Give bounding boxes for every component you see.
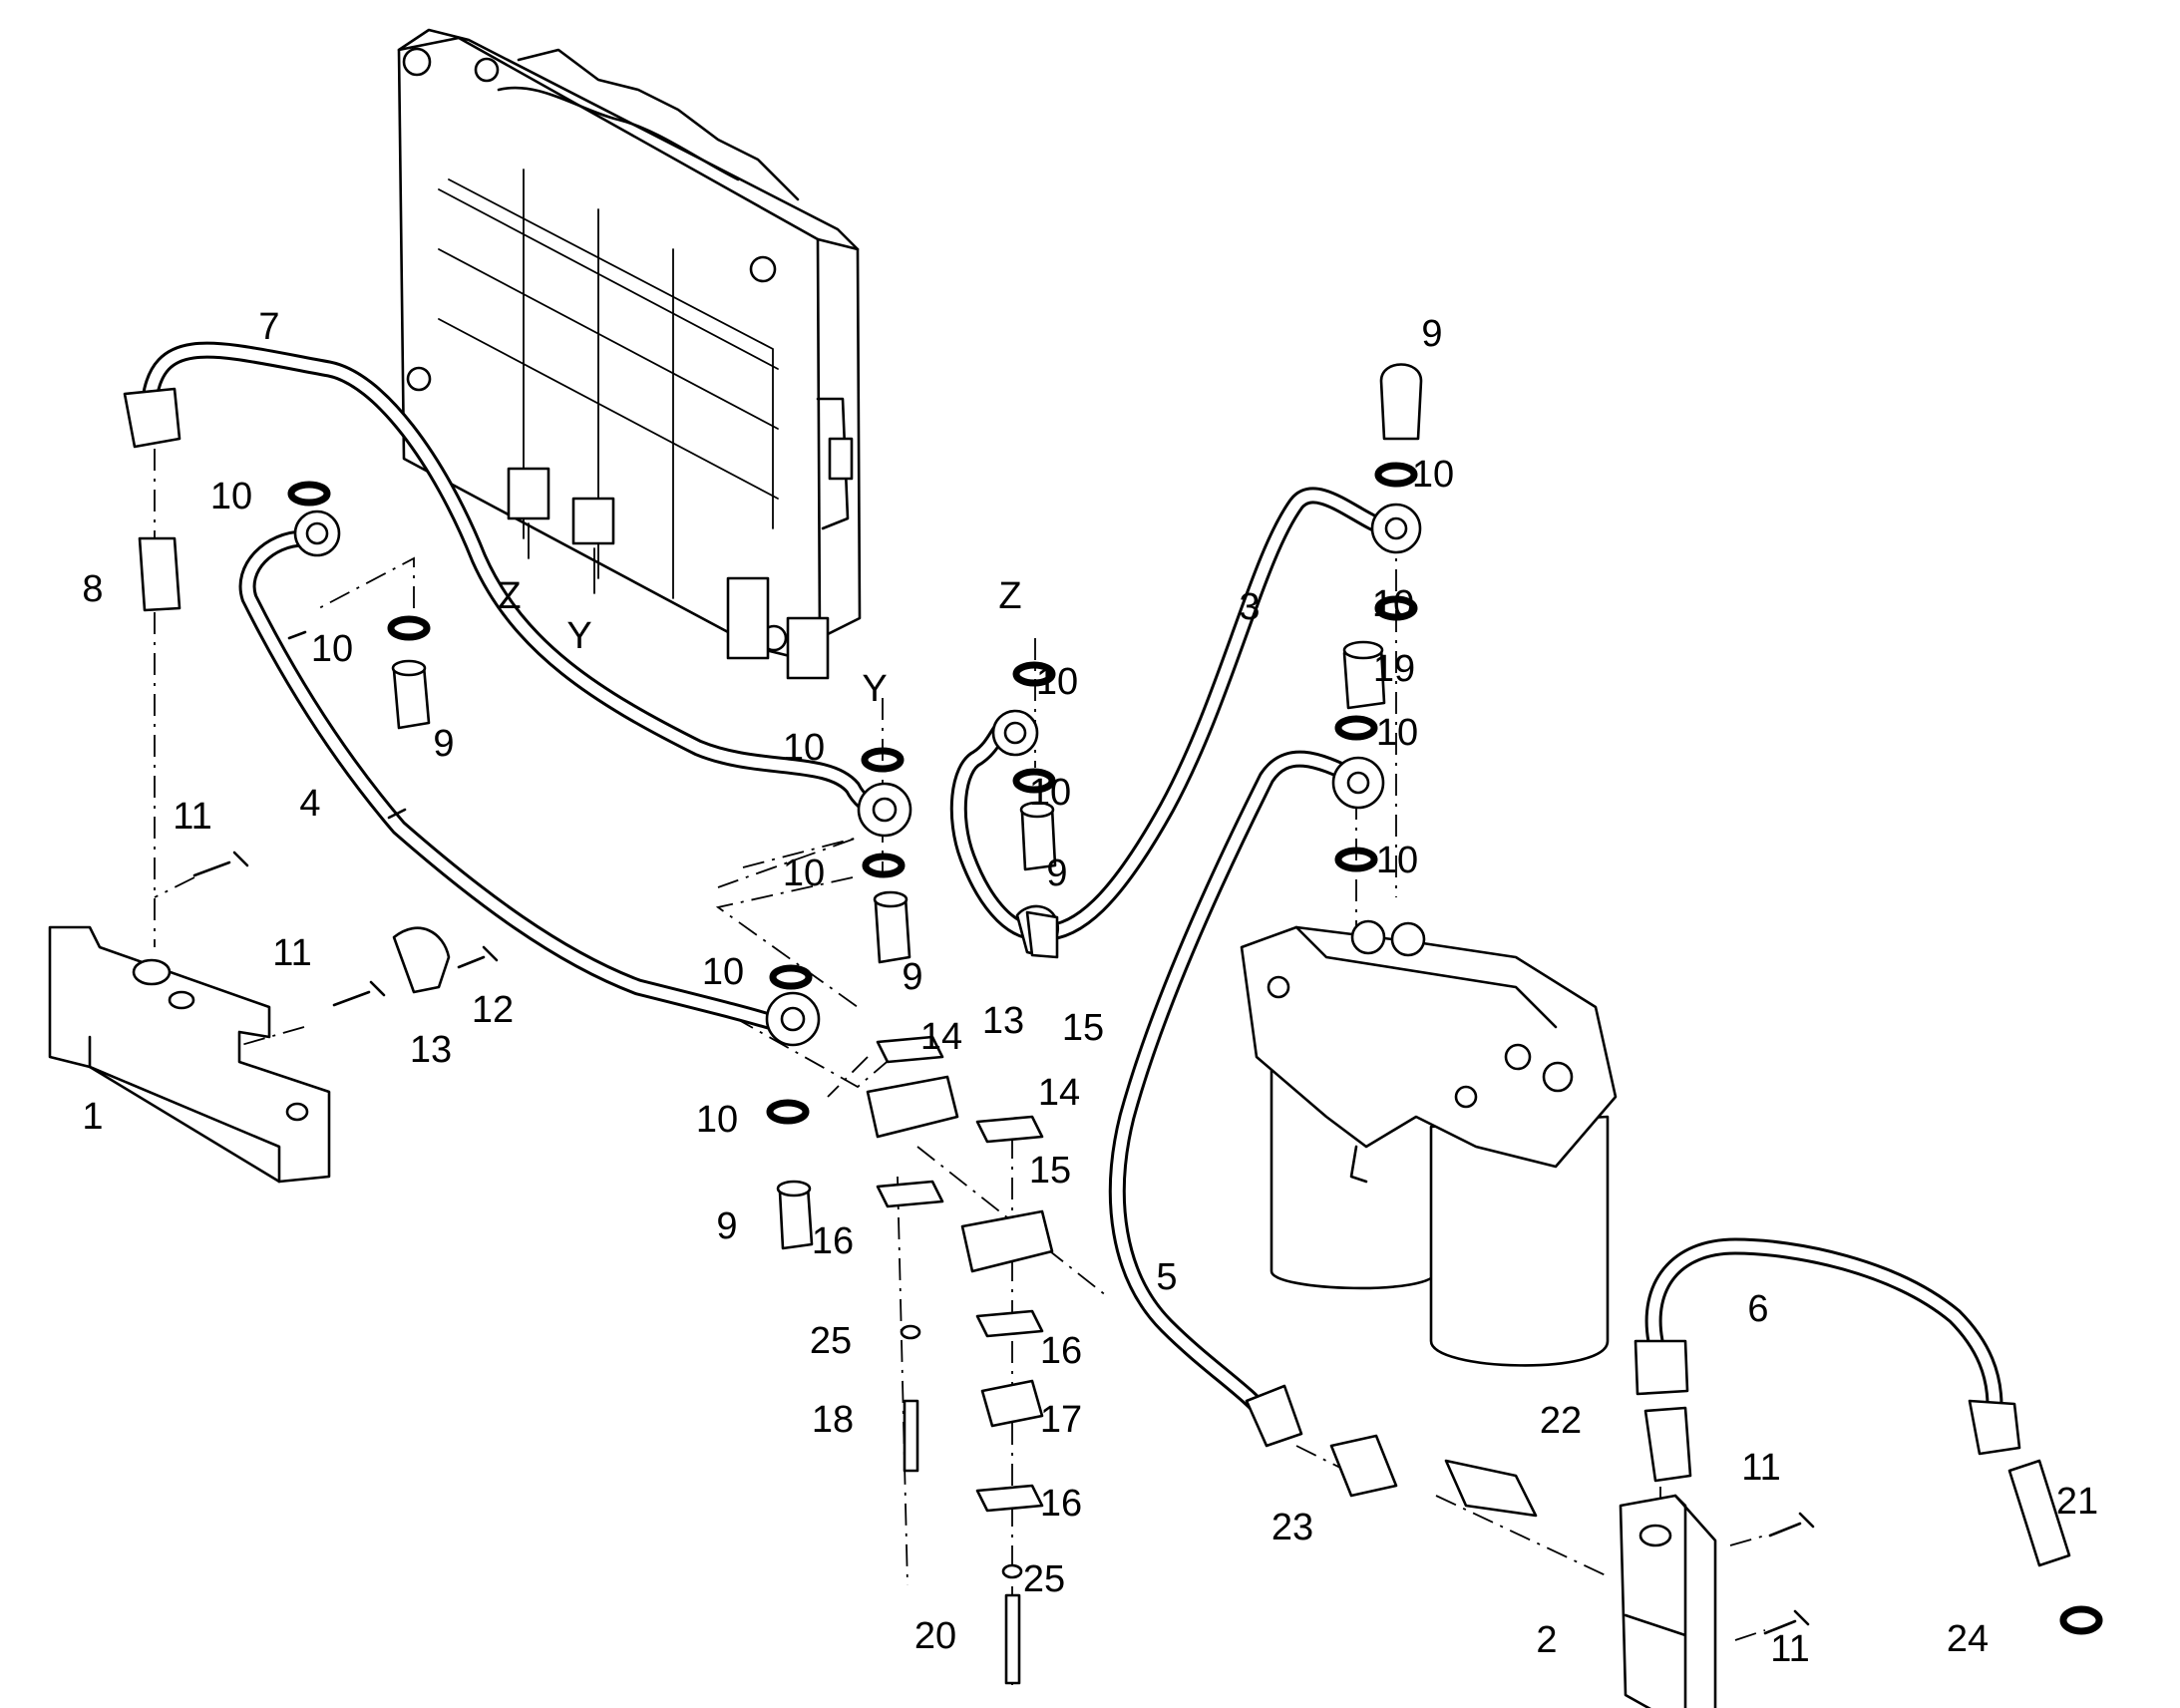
callout-c10b: 10: [311, 628, 353, 670]
callout-c10g: 10: [702, 951, 744, 993]
callout-c4: 4: [299, 783, 320, 825]
callout-c10d: 10: [783, 727, 825, 769]
callout-c22: 22: [1540, 1400, 1582, 1442]
callout-c16a: 16: [812, 1220, 854, 1262]
callout-c3: 3: [1239, 586, 1260, 628]
part-callouts: 7 10 8 10 9 4 11 11 12 13 1 Z Y Z Y 10 10 10 9 10 9 13 10 14 15 1…: [82, 306, 2098, 1670]
callout-cYb: Y: [862, 668, 887, 710]
pipe-7: [123, 341, 912, 838]
callout-c6: 6: [1747, 1288, 1768, 1330]
callout-c14a: 14: [920, 1016, 962, 1058]
callout-c11a: 11: [173, 796, 211, 838]
callout-cZa: Z: [498, 575, 521, 617]
callout-c7: 7: [258, 306, 279, 348]
callout-c16c: 16: [1040, 1483, 1082, 1525]
callout-c9c: 9: [902, 956, 922, 998]
callout-c11b: 11: [272, 932, 311, 974]
callout-c24: 24: [1947, 1618, 1989, 1660]
callout-c9a: 9: [433, 723, 454, 765]
valve-block-assembly: [397, 28, 862, 680]
callout-cZb: Z: [998, 575, 1021, 617]
callout-c21: 21: [2056, 1481, 2098, 1523]
callout-c20: 20: [914, 1615, 956, 1657]
callout-c16b: 16: [1040, 1330, 1082, 1372]
callout-c5: 5: [1156, 1256, 1177, 1298]
callout-cYa: Y: [566, 615, 591, 657]
callout-c17: 17: [1040, 1399, 1082, 1441]
callout-c23: 23: [1272, 1507, 1313, 1548]
pipe-3: [949, 487, 1422, 955]
callout-c10k: 10: [1376, 712, 1418, 754]
callout-c9e: 9: [1421, 313, 1442, 355]
callout-c14b: 14: [1038, 1072, 1080, 1114]
pipe-5: [1108, 750, 1385, 1448]
callout-c2: 2: [1536, 1619, 1557, 1661]
callout-c13b: 13: [982, 1000, 1024, 1042]
callout-c25b: 25: [1023, 1558, 1065, 1600]
clamp-parts-14-15-16-17-25: [866, 1035, 1054, 1579]
callout-c10f: 10: [783, 853, 825, 894]
pipe-6: [1634, 1237, 2021, 1456]
callout-c15a: 15: [1062, 1007, 1104, 1049]
fittings-and-sensors: [138, 536, 2071, 1567]
callout-c10a: 10: [210, 476, 252, 517]
callout-c19: 19: [1373, 648, 1415, 690]
sealing-rings-10-24: [287, 462, 2103, 1635]
callout-c25a: 25: [810, 1320, 852, 1362]
bolts-11-12-18-20: [192, 851, 1815, 1685]
callout-c1: 1: [82, 1096, 103, 1138]
callout-c10l: 10: [1376, 840, 1418, 881]
callout-c11d: 11: [1770, 1628, 1809, 1670]
callout-c10i: 10: [1412, 454, 1454, 496]
callout-c18: 18: [812, 1399, 854, 1441]
pipe-4: [238, 510, 821, 1047]
hollow-screws-9-19: [391, 363, 1423, 1250]
callout-c15b: 15: [1029, 1150, 1071, 1192]
callout-c12: 12: [472, 989, 514, 1031]
callout-c10h: 10: [696, 1099, 738, 1141]
callout-c10c: 10: [1036, 661, 1078, 703]
mounting-block-2: [1619, 1494, 1717, 1708]
callout-c10j: 10: [1372, 583, 1414, 625]
callout-c8: 8: [82, 568, 103, 610]
callout-c11c: 11: [1741, 1447, 1780, 1489]
callout-c9d: 9: [716, 1205, 737, 1247]
filter-housing-assembly: [1240, 919, 1618, 1367]
callout-c13a: 13: [410, 1029, 452, 1071]
callout-c9b: 9: [1046, 853, 1067, 894]
callout-c10e: 10: [1029, 772, 1071, 814]
mounting-block-1: [48, 925, 331, 1184]
